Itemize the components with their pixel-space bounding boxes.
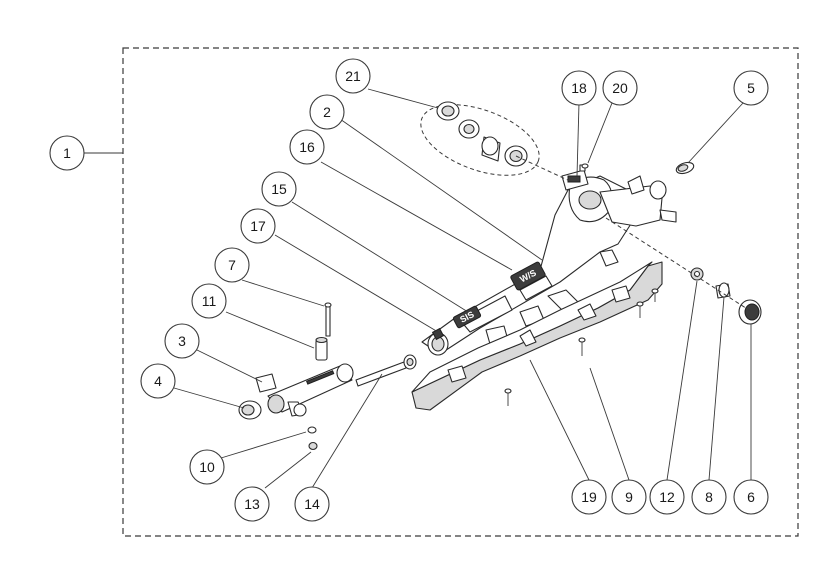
callout-10: 10 [189,449,225,485]
frame-decal-ws: W/S [510,261,546,291]
callout-7: 7 [214,247,250,283]
axle-tube-part [255,363,354,417]
callout-20: 20 [602,70,638,106]
bumper-strip-part [411,261,663,411]
callout-7-label: 7 [228,257,236,273]
callout-14: 14 [294,486,330,522]
bearing-set-group [420,104,540,176]
assembly-line [515,155,573,183]
callout-5-label: 5 [747,80,755,96]
callout-18: 18 [561,70,597,106]
callout-6-label: 6 [747,489,755,505]
callout-10-label: 10 [199,459,215,475]
callout-15-label: 15 [271,181,287,197]
callout-17-label: 17 [250,218,266,234]
screw-part [504,288,659,406]
callout-3-label: 3 [178,333,186,349]
callout-8: 8 [691,479,727,515]
spacer-part [315,336,328,361]
callout-2-label: 2 [323,104,331,120]
callout-4: 4 [140,363,176,399]
washer-part [690,267,704,281]
nut-part [307,426,317,434]
callout-11-label: 11 [202,293,217,309]
callout-21-label: 21 [345,68,361,84]
callout-15: 15 [261,171,297,207]
end-cap-part [238,400,262,420]
callout-11: 11 [191,283,227,319]
callout-12-label: 12 [659,489,675,505]
callout-1-label: 1 [63,145,71,161]
callout-3: 3 [164,323,200,359]
callout-1: 1 [49,135,85,171]
assembly-boundary [122,47,799,537]
callout-13-label: 13 [244,496,260,512]
callout-2: 2 [309,94,345,130]
leader-lines [84,88,752,489]
callout-8-label: 8 [705,489,713,505]
callout-21: 21 [335,58,371,94]
bolt-part [355,354,417,387]
callout-17: 17 [240,208,276,244]
callout-12: 12 [649,479,685,515]
callout-18-label: 18 [571,80,587,96]
callout-16: 16 [289,129,325,165]
frame-decal-tube: SIS [452,305,482,329]
callout-5: 5 [733,70,769,106]
callout-16-label: 16 [299,139,315,155]
pin-part [324,302,332,337]
washer-small-part [308,441,318,451]
callout-19-label: 19 [581,489,597,505]
callout-19: 19 [571,479,607,515]
callout-6: 6 [733,479,769,515]
hub-cap-part [738,299,762,325]
callout-20-label: 20 [612,80,628,96]
callout-9-label: 9 [625,489,633,505]
callout-14-label: 14 [304,496,320,512]
assembly-line [605,217,753,313]
bearing-set-part [436,101,528,167]
small-screw-part [581,163,589,169]
callout-13: 13 [234,486,270,522]
callout-4-label: 4 [154,373,162,389]
bolt-small-part [715,282,731,299]
grommet-part [675,161,695,175]
callout-9: 9 [611,479,647,515]
